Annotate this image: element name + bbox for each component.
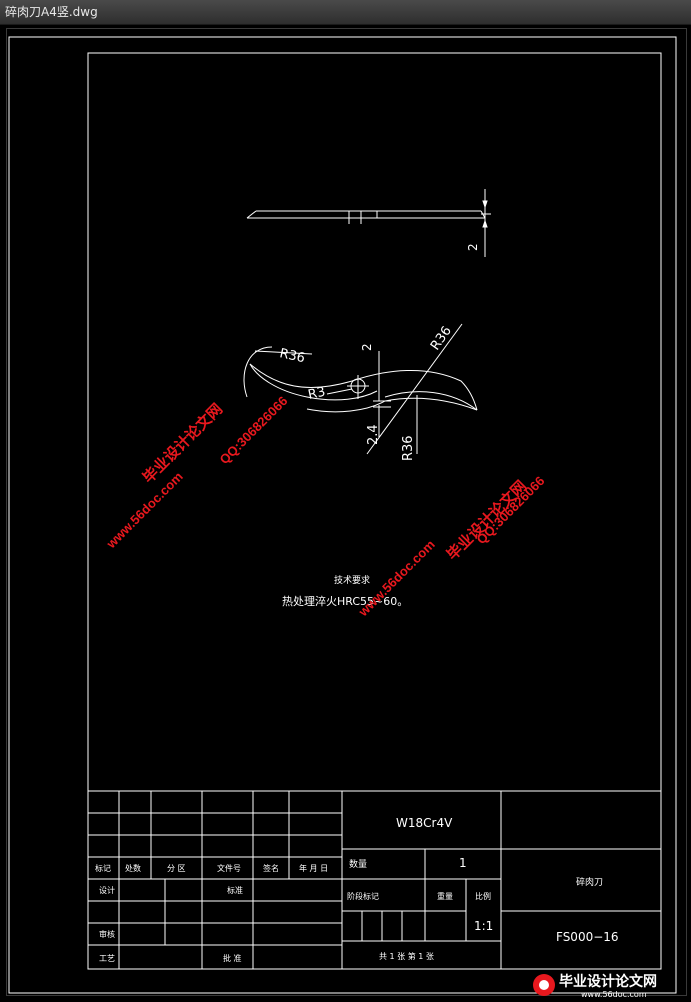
tech-requirements-line: 热处理淬火HRC55~60。 [282,594,408,608]
dim-2-top: 2 [360,343,374,351]
dim-thickness: 2 [466,243,480,251]
outer-frame [8,36,677,994]
header-date: 年 月 日 [299,863,328,873]
header-count: 处数 [125,863,141,873]
site-logo: 毕业设计论文网 www.56doc.com [531,972,681,999]
quantity-value: 1 [459,856,467,870]
watermark-right: www.56doc.com QQ:306826066 毕业设计论文网 [355,473,548,620]
part-name: 碎肉刀 [576,876,603,888]
label-standard: 标准 [227,885,243,895]
header-zone: 分 区 [167,864,186,873]
watermark-brand-1: 毕业设计论文网 [139,400,226,487]
window-titlebar: 碎肉刀A4竖.dwg [0,0,691,25]
watermark-left: 毕业设计论文网 QQ:306826066 www.56doc.com [103,393,291,552]
window-title: 碎肉刀A4竖.dwg [5,5,98,19]
header-doc: 文件号 [217,863,241,873]
dim-2-4: 2.4 [366,424,381,445]
tech-requirements-title: 技术要求 [334,574,370,586]
weight-label: 重量 [437,891,453,901]
logo-brand-text: 毕业设计论文网 [559,973,657,990]
inner-frame [87,52,662,970]
logo-url-text: www.56doc.com [581,990,647,998]
header-sign: 签名 [263,863,279,873]
title-block [88,790,661,969]
watermark-site-1: www.56doc.com [103,469,186,552]
dim-r3: R3 [307,385,327,403]
label-approve: 批 准 [223,953,242,963]
dim-r36-right-bottom: R36 [401,435,416,461]
material: W18Cr4V [396,816,453,830]
scale-value: 1:1 [474,919,493,933]
stage-label: 阶段标记 [347,891,379,901]
watermark-brand-2: 毕业设计论文网 [443,477,530,564]
cad-drawing: 2 R36 R3 2 R36 2.4 R36 技术要求 热处理淬火HRC55~6… [8,36,677,994]
label-process: 工艺 [99,954,115,963]
drawing-number: FS000−16 [556,930,619,944]
drawing-viewport[interactable]: 2 R36 R3 2 R36 2.4 R36 技术要求 热处理淬火HRC55~6… [6,28,687,996]
watermark-qq-1: QQ:306826066 [217,393,291,467]
label-audit: 审核 [99,929,115,939]
dim-r36-left: R36 [278,346,306,366]
blade-front-view [243,323,478,455]
blade-top-view [246,189,491,257]
sheet-count: 共 1 张 第 1 张 [379,951,434,961]
header-mark: 标记 [95,863,111,873]
scale-label: 比例 [475,891,491,901]
label-design: 设计 [99,885,115,895]
quantity-label: 数量 [349,858,367,870]
